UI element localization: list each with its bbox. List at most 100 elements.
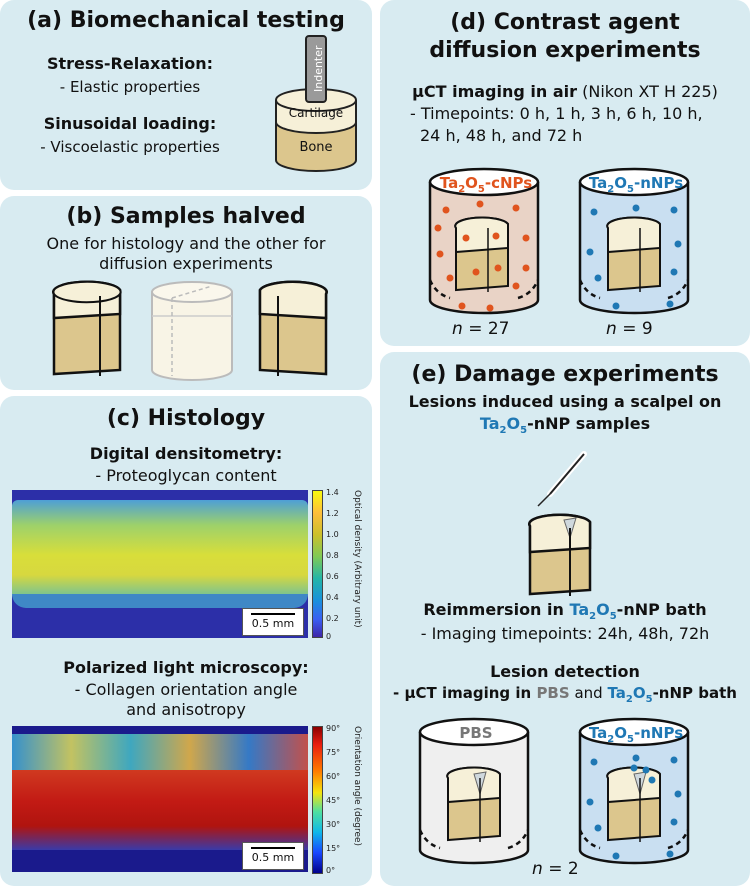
panel-a: (a) Biomechanical testing Stress-Relaxat… xyxy=(0,0,372,190)
plm-scale-label: 0.5 mm xyxy=(252,851,294,864)
panel-d-title-1: (d) Contrast agent xyxy=(380,10,750,36)
detect-o: O xyxy=(633,684,646,702)
plm-tick-3: 45° xyxy=(326,796,340,805)
detect-line: - μCT imaging in PBS and Ta2O5-nNP bath xyxy=(380,684,750,709)
n-right: n = 9 xyxy=(606,320,653,339)
pbs-label: PBS xyxy=(422,724,530,742)
nnp-label-tail: -nNPs xyxy=(634,174,683,192)
timepoints-2: 24 h, 48 h, and 72 h xyxy=(420,126,582,145)
dd-heading: Digital densitometry: xyxy=(0,444,372,464)
n-damage: n = 2 xyxy=(532,860,579,879)
plm-tick-5: 15° xyxy=(326,844,340,853)
damage-nnp-label: Ta2O5-nNPs xyxy=(582,724,690,745)
dd-tick-0: 1.4 xyxy=(326,488,339,497)
stress-desc: - Elastic properties xyxy=(30,78,230,97)
cnp-label-ta: Ta xyxy=(440,174,458,192)
plm-colorbar xyxy=(312,726,323,874)
cnp-label-tail: -cNPs xyxy=(485,174,532,192)
timepoints-1: - Timepoints: 0 h, 1 h, 3 h, 6 h, 10 h, xyxy=(410,104,703,123)
n-right-value: = 9 xyxy=(622,319,652,339)
detect-sub1: 2 xyxy=(626,694,633,705)
detect-pbs: PBS xyxy=(536,684,569,702)
cnp-label: Ta2O5-cNPs xyxy=(432,174,540,195)
reimm-o: O xyxy=(596,600,610,619)
nnp-label-ta: Ta xyxy=(589,174,607,192)
panel-e: (e) Damage experiments Lesions induced u… xyxy=(380,352,750,886)
detect-ta: Ta xyxy=(607,684,625,702)
lesion-tail: -nNP samples xyxy=(527,414,650,433)
nnp-label: Ta2O5-nNPs xyxy=(582,174,690,195)
panel-e-title: (e) Damage experiments xyxy=(380,362,750,388)
dd-tick-6: 0.2 xyxy=(326,614,339,623)
dd-tick-5: 0.4 xyxy=(326,593,339,602)
nnp-label-o: O xyxy=(614,174,627,192)
plm-tick-2: 60° xyxy=(326,772,340,781)
half-sample-right xyxy=(256,276,336,386)
damage-nnp-sub2: 5 xyxy=(627,734,634,745)
panel-b: (b) Samples halved One for histology and… xyxy=(0,196,372,390)
damage-nnp-tail: -nNPs xyxy=(634,724,683,742)
half-sample-left xyxy=(50,276,130,386)
bone-label: Bone xyxy=(276,140,356,155)
reimm-tail: -nNP bath xyxy=(617,600,707,619)
panel-b-title: (b) Samples halved xyxy=(0,204,372,230)
dd-tick-1: 1.2 xyxy=(326,509,339,518)
panel-a-title: (a) Biomechanical testing xyxy=(0,8,372,34)
imaging-bold: μCT imaging in air xyxy=(412,82,577,101)
panel-d: (d) Contrast agent diffusion experiments… xyxy=(380,0,750,346)
dd-colorbar-label: Optical density (Arbitrary unit) xyxy=(352,490,362,628)
dd-tick-7: 0 xyxy=(326,632,331,641)
cnp-label-sub2: 5 xyxy=(478,184,485,195)
detect-pre: - μCT imaging in xyxy=(393,684,536,702)
lesion-line-1: Lesions induced using a scalpel on xyxy=(380,392,750,412)
n-damage-symbol: n xyxy=(532,859,543,879)
reimm-sub2: 5 xyxy=(610,611,617,622)
plm-tick-1: 75° xyxy=(326,748,340,757)
indenter-label: Indenter xyxy=(312,32,325,92)
panel-b-desc-1: One for histology and the other for xyxy=(0,234,372,253)
reimm-bold: Reimmersion in xyxy=(423,600,569,619)
plm-tick-4: 30° xyxy=(326,820,340,829)
reimm-ta: Ta xyxy=(569,600,589,619)
nnp-label-sub2: 5 xyxy=(627,184,634,195)
dd-tick-3: 0.8 xyxy=(326,551,339,560)
panel-b-desc-2: diffusion experiments xyxy=(0,254,372,273)
lesion-sub1: 2 xyxy=(500,425,507,436)
cartilage-label: Cartilage xyxy=(276,106,356,120)
dd-tick-4: 0.6 xyxy=(326,572,339,581)
sinus-heading: Sinusoidal loading: xyxy=(30,114,230,134)
reimm-desc: - Imaging timepoints: 24h, 48h, 72h xyxy=(380,624,750,643)
n-left-symbol: n xyxy=(452,319,463,339)
plm-colorbar-label: Orientation angle (degree) xyxy=(352,726,362,846)
n-left-value: = 27 xyxy=(468,319,509,339)
cnp-label-o: O xyxy=(465,174,478,192)
panel-c: (c) Histology Digital densitometry: - Pr… xyxy=(0,396,372,886)
whole-sample-ghost xyxy=(148,276,238,386)
n-damage-value: = 2 xyxy=(548,859,578,879)
plm-tick-6: 0° xyxy=(326,866,335,875)
n-right-symbol: n xyxy=(606,319,617,339)
detect-heading: Lesion detection xyxy=(380,662,750,682)
dd-scale-bar: 0.5 mm xyxy=(242,608,304,636)
lesion-line-2: Ta2O5-nNP samples xyxy=(380,414,750,441)
dd-colorbar xyxy=(312,490,323,638)
plm-desc-2: and anisotropy xyxy=(0,700,372,719)
sinus-desc: - Viscoelastic properties xyxy=(30,138,230,157)
panel-c-title: (c) Histology xyxy=(0,406,372,432)
plm-heading: Polarized light microscopy: xyxy=(0,658,372,678)
damage-nnp-o: O xyxy=(614,724,627,742)
lesion-o: O xyxy=(507,414,521,433)
dd-desc: - Proteoglycan content xyxy=(0,466,372,485)
imaging-line: μCT imaging in air (Nikon XT H 225) xyxy=(380,82,750,101)
imaging-device: (Nikon XT H 225) xyxy=(577,82,718,101)
detect-tail: -nNP bath xyxy=(653,684,737,702)
plm-tick-0: 90° xyxy=(326,724,340,733)
scalpel-sample-illustration xyxy=(520,448,630,598)
panel-d-title-2: diffusion experiments xyxy=(380,38,750,64)
plm-scale-bar: 0.5 mm xyxy=(242,842,304,870)
plm-desc-1: - Collagen orientation angle xyxy=(0,680,372,699)
n-left: n = 27 xyxy=(452,320,509,339)
dd-scale-label: 0.5 mm xyxy=(252,617,294,630)
lesion-ta: Ta xyxy=(480,414,500,433)
dd-tick-2: 1.0 xyxy=(326,530,339,539)
